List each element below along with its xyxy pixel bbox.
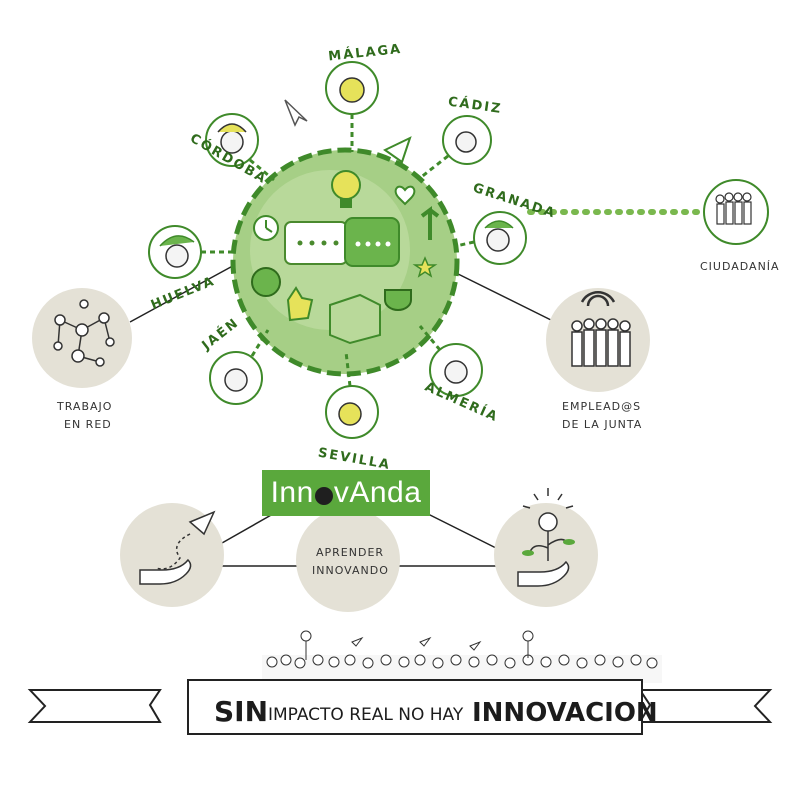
- node-right-bulb-hand: [494, 488, 598, 607]
- connector-trabajo: [129, 261, 241, 323]
- node-aprender-innovando: [296, 508, 400, 612]
- paper-plane-icon: [188, 510, 216, 536]
- city-label-jaen: JAÉN: [198, 315, 242, 354]
- lightbulb-icon: [538, 512, 558, 532]
- world-icon: [251, 267, 281, 297]
- banner-word-sin: SIN: [214, 695, 268, 728]
- innovanda-logo: Inn vAnda: [262, 470, 430, 516]
- coffee-cup-icon: [384, 289, 412, 311]
- brand-part1: Inn: [270, 476, 314, 509]
- empleados-label-line1: EMPLEAD@S: [562, 400, 641, 413]
- banner-middle-text: IMPACTO REAL NO HAY: [268, 705, 464, 725]
- citizens-group-icon: [715, 192, 752, 225]
- crowd-illustration: [262, 630, 662, 683]
- box-icon: [329, 293, 381, 345]
- heart-icon: [394, 185, 416, 206]
- connector-empleados: [449, 269, 556, 323]
- brand-part2: vAnda: [333, 476, 422, 509]
- brand-dot-o: [314, 487, 333, 505]
- chat-bubble-right: [344, 217, 400, 267]
- banner-ribbon: [27, 679, 773, 735]
- connector-triangle-right: [419, 509, 501, 551]
- node-ciudadania: [703, 179, 769, 245]
- trabajo-label-line2: EN RED: [64, 418, 112, 431]
- empleados-label-line2: DE LA JUNTA: [562, 418, 642, 431]
- lightbulb-icon: [331, 170, 361, 200]
- city-cadiz: [419, 115, 492, 180]
- city-jaen: [209, 329, 270, 405]
- banner-word-innovacion: INNOVACION: [472, 698, 658, 728]
- ciudadania-label: CIUDADANÍA: [700, 260, 780, 273]
- city-label-cadiz: CÁDIZ: [447, 94, 503, 117]
- city-sevilla: [325, 351, 379, 439]
- signal-waves-icon: [580, 291, 616, 307]
- open-hand-icon: [139, 558, 192, 585]
- arrow-pointer-icon: [284, 99, 308, 127]
- paper-plane-icon: [383, 136, 412, 164]
- trabajo-label-line1: TRABAJO: [56, 400, 112, 413]
- node-left-plane-hand: [120, 503, 224, 607]
- node-empleados: [546, 288, 650, 392]
- city-cordoba: [205, 113, 275, 182]
- aprender-label-line1: APRENDER: [316, 546, 384, 559]
- city-granada: [455, 211, 527, 265]
- star-icon: [412, 256, 438, 278]
- city-almeria: [418, 325, 483, 397]
- pointer-hand-icon: [286, 286, 314, 322]
- arrow-up-icon: [420, 206, 440, 240]
- node-trabajo-en-red: [32, 288, 132, 388]
- city-label-malaga: MÁLAGA: [328, 41, 403, 65]
- network-icon: [53, 299, 115, 367]
- city-huelva: [148, 225, 234, 279]
- open-hand-icon: [517, 560, 570, 587]
- aprender-label-line2: INNOVANDO: [312, 564, 389, 577]
- city-label-sevilla: SEVILLA: [317, 446, 392, 474]
- city-label-huelva: HUELVA: [149, 274, 218, 313]
- city-malaga: [325, 61, 379, 152]
- people-group-icon: [571, 318, 631, 367]
